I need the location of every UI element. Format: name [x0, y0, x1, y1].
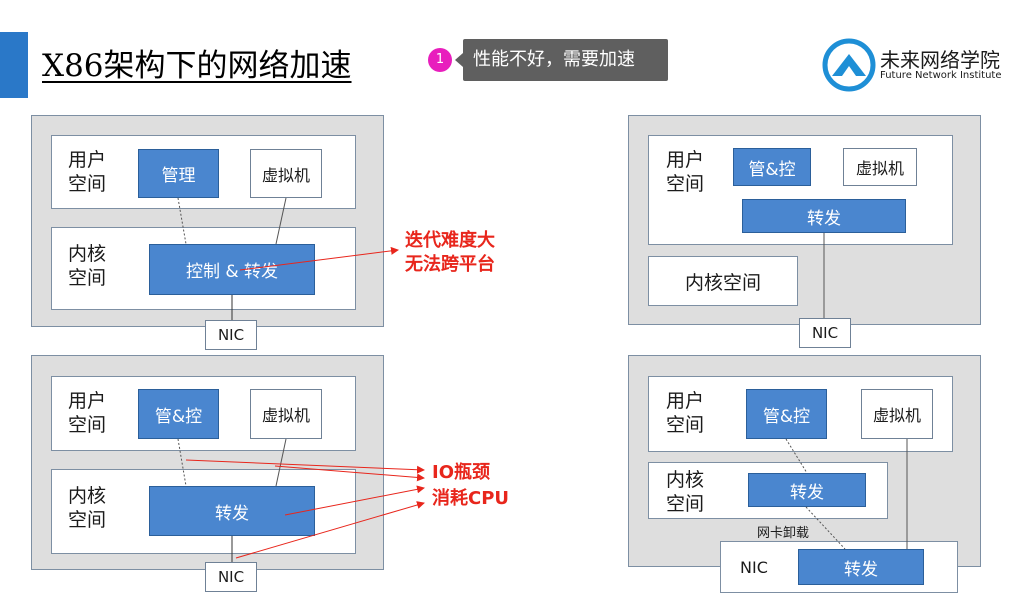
diagram1-user-space-label: 用户 空间 — [68, 149, 107, 195]
hint-pointer-icon — [455, 53, 463, 67]
logo-subtitle: Future Network Institute — [880, 70, 1002, 81]
diagram1-management-box: 管理 — [138, 149, 219, 198]
logo-name: 未来网络学院 — [880, 48, 1000, 72]
diagram2-user-space-label: 用户 空间 — [68, 390, 107, 436]
annotation-io-bottleneck: IO瓶颈 — [432, 462, 490, 483]
diagram2-mgmt-ctrl-box: 管&控 — [138, 389, 219, 439]
d2-red-arrow-2 — [274, 465, 425, 482]
diagram1-control-forward-box: 控制 & 转发 — [149, 244, 315, 295]
slide-title: X86架构下的网络加速 — [42, 48, 352, 84]
diagram2-nic-box: NIC — [205, 562, 257, 592]
d2-red-arrow-4 — [235, 501, 425, 559]
diagram4-nic-label: NIC — [740, 558, 768, 577]
title-accent-bar — [0, 32, 28, 98]
diagram2-vm-box: 虚拟机 — [250, 389, 322, 439]
diagram4-nic-forward-box: 转发 — [798, 549, 924, 585]
diagram3-kernel-space-box: 内核空间 — [648, 256, 798, 306]
diagram3-forward-box: 转发 — [742, 199, 906, 233]
diagram1-kernel-space-label: 内核 空间 — [68, 243, 107, 289]
diagram4-user-space-label: 用户 空间 — [666, 390, 705, 436]
d1-mgmt-to-kernel-dashed — [177, 197, 187, 245]
logo-icon — [822, 38, 876, 92]
annotation-cpu-consumption: 消耗CPU — [432, 488, 510, 509]
diagram1-vm-box: 虚拟机 — [250, 149, 322, 198]
d2-red-arrow-1 — [185, 459, 425, 474]
annotation-iteration-difficulty: 迭代难度大 — [405, 230, 495, 251]
diagram3-user-space-label: 用户 空间 — [666, 149, 705, 195]
d4-mgmt-to-kernel-dashed — [785, 438, 808, 474]
hint-tooltip: 性能不好，需要加速 — [463, 39, 668, 81]
hint-number-badge[interactable]: 1 — [428, 48, 452, 72]
diagram4-vm-box: 虚拟机 — [861, 389, 933, 439]
d1-vm-to-kernel-line — [275, 197, 287, 245]
d2-mgmt-to-kernel-dashed — [177, 438, 187, 487]
diagram3-vm-box: 虚拟机 — [843, 148, 917, 186]
diagram4-mgmt-ctrl-box: 管&控 — [746, 389, 827, 439]
diagram3-nic-box: NIC — [799, 318, 851, 348]
d1-red-arrow — [239, 246, 399, 271]
d2-red-arrow-3 — [284, 485, 425, 516]
diagram2-kernel-space-label: 内核 空间 — [68, 485, 107, 531]
diagram3-mgmt-ctrl-box: 管&控 — [733, 148, 811, 186]
diagram2-forward-box: 转发 — [149, 486, 315, 536]
annotation-no-cross-platform: 无法跨平台 — [405, 254, 495, 275]
diagram1-nic-box: NIC — [205, 320, 257, 350]
diagram4-kernel-space-label: 内核 空间 — [666, 469, 705, 515]
d2-vm-to-kernel-line — [275, 438, 287, 487]
d4-kernel-to-nic-dashed — [805, 506, 846, 550]
diagram4-offload-label: 网卡卸载 — [757, 526, 810, 541]
diagram4-forward-box: 转发 — [748, 473, 866, 507]
